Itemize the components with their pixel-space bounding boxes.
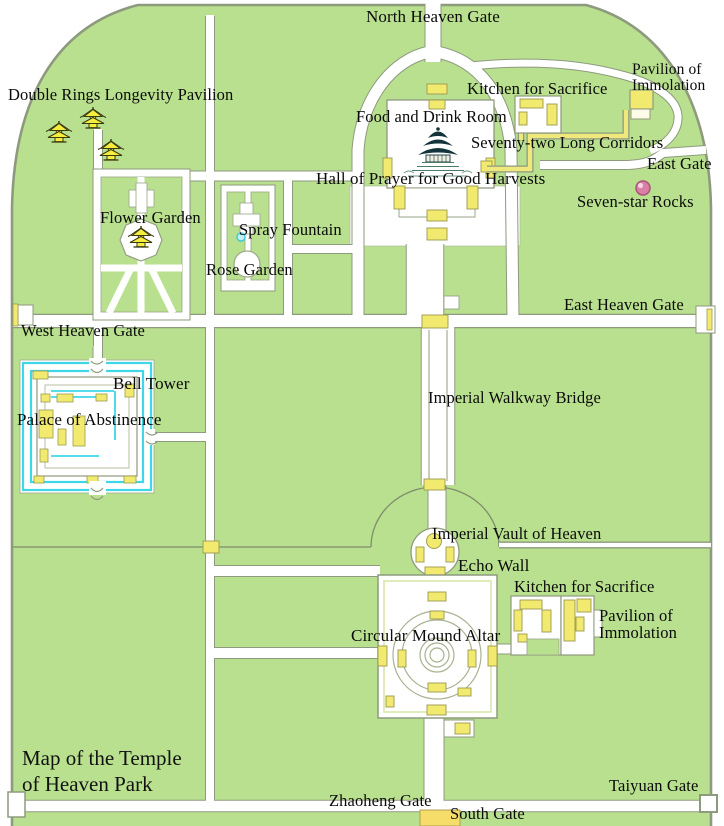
label-imperial-vault-of-heaven: Imperial Vault of Heaven: [432, 524, 602, 543]
label-flower-garden: Flower Garden: [100, 208, 201, 227]
label-imperial-walkway-bridge: Imperial Walkway Bridge: [428, 388, 601, 407]
temple-icon: [403, 127, 473, 177]
label-east-gate: East Gate: [647, 154, 712, 173]
label-palace-of-abstinence: Palace of Abstinence: [17, 410, 162, 429]
fountain-icon: [236, 232, 246, 242]
kitchen-for-sacrifice-north: [514, 95, 562, 134]
map-title: Map of the Temple of Heaven Park: [22, 746, 182, 797]
southwest-gate-marker: [7, 791, 26, 818]
label-taiyuan-gate: Taiyuan Gate: [609, 776, 699, 795]
rose-garden: [220, 184, 276, 292]
inner-dividing-wall: [13, 486, 711, 549]
label-food-and-drink-room: Food and Drink Room: [356, 107, 507, 126]
pavilion-of-immolation-north: [629, 89, 654, 120]
label-kitchen-for-sacrifice-south: Kitchen for Sacrifice: [514, 577, 655, 596]
label-zhaoheng-gate: Zhaoheng Gate: [329, 791, 432, 810]
moat-outer: [21, 361, 153, 492]
kitchen-for-sacrifice-south: [510, 595, 562, 656]
label-spray-fountain: Spray Fountain: [239, 220, 342, 239]
bell-tower-building: [124, 383, 135, 398]
palace-of-abstinence-complex: [19, 358, 159, 501]
hall-of-prayer-complex: [382, 83, 496, 310]
label-hall-of-prayer: Hall of Prayer for Good Harvests: [316, 169, 546, 188]
label-east-heaven-gate: East Heaven Gate: [564, 295, 684, 314]
taiyuan-gate-marker: [699, 794, 718, 813]
bridge-road-marker: [421, 314, 449, 329]
label-west-heaven-gate: West Heaven Gate: [21, 321, 145, 340]
label-kitchen-for-sacrifice-north: Kitchen for Sacrifice: [467, 79, 608, 98]
label-circular-mound-altar: Circular Mound Altar: [351, 626, 501, 645]
wall-road-marker: [202, 540, 220, 554]
imperial-vault-of-heaven: [410, 478, 460, 577]
bridge-lane-lines: [428, 330, 448, 481]
seven-star-rocks-marker: [635, 180, 651, 196]
vault-dome: [426, 533, 442, 549]
label-north-heaven-gate: North Heaven Gate: [366, 7, 500, 26]
label-south-gate: South Gate: [450, 804, 525, 823]
south-gate-marker: [419, 809, 461, 826]
flower-garden: [92, 168, 191, 321]
circular-mound-altar-complex: [377, 574, 498, 738]
rose-garden-circle: [233, 250, 261, 278]
label-pavilion-of-immolation-south: Pavilion of Immolation: [599, 606, 677, 643]
label-pavilion-of-immolation-north: Pavilion of Immolation: [632, 61, 706, 95]
label-rose-garden: Rose Garden: [206, 260, 293, 279]
label-seventy-two-long-corridors: Seventy-two Long Corridors: [471, 133, 664, 152]
gate-markers: [7, 303, 718, 826]
label-bell-tower: Bell Tower: [113, 374, 190, 393]
label-echo-wall: Echo Wall: [458, 556, 530, 575]
pavilion-of-immolation-south: [560, 595, 603, 656]
label-double-rings-longevity-pavilion: Double Rings Longevity Pavilion: [8, 85, 234, 104]
label-seven-star-rocks: Seven-star Rocks: [577, 192, 694, 211]
